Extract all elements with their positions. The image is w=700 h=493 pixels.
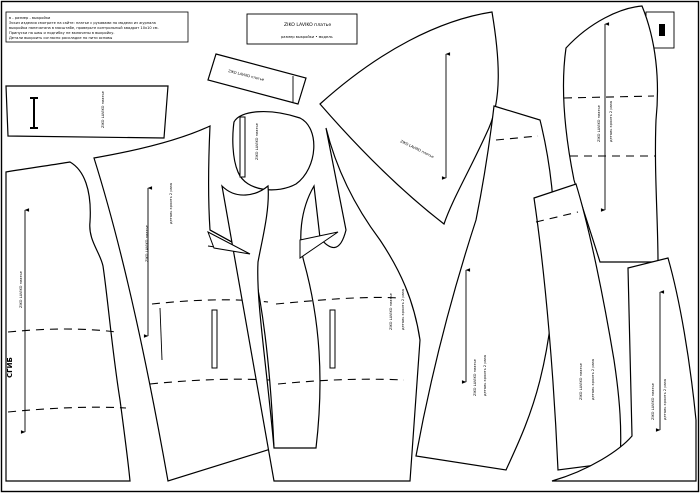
legend-box: в - размер - выкройки Эскиз изделия смот…: [5, 11, 189, 43]
pattern-piece-collar: ZIKO LAVIKO платье: [232, 111, 315, 191]
front-left-sub: деталь кроить 2 раза: [169, 183, 173, 224]
front-center-label: ZIKO LAVIKO платье: [389, 292, 393, 330]
title-line-2: размер выкройки • модель: [281, 35, 333, 39]
skirt-long-label: ZIKO LAVIKO платье: [473, 358, 477, 396]
sleeve-label: ZIKO LAVIKO платье: [597, 104, 601, 142]
pattern-piece-label-strip: ZIKO LAVIKO платье: [207, 53, 307, 105]
front-center-sub: деталь кроить 2 раза: [401, 289, 405, 330]
fold-label: СГИБ: [6, 357, 14, 378]
legend-line-4: Припуски на швы и подгибку не включены в…: [9, 31, 115, 35]
collar-label: ZIKO LAVIKO платье: [255, 122, 259, 160]
title-block: ZIKO LAVIKO платье размер выкройки • мод…: [246, 13, 358, 45]
front-left-label: ZIKO LAVIKO платье: [145, 224, 149, 262]
pattern-piece-skirt-narrow: ZIKO LAVIKO платье деталь кроить 2 раза: [533, 183, 622, 471]
skirt-long-sub: деталь кроить 2 раза: [483, 355, 487, 396]
pattern-piece-facing: ZIKO LAVIKO платье: [5, 85, 169, 139]
pattern-piece-front-left: ZIKO LAVIKO платье деталь кроить 2 раза: [93, 125, 275, 482]
sleeve-sub: деталь кроить 2 раза: [609, 101, 613, 142]
facing-label: ZIKO LAVIKO платье: [101, 90, 105, 128]
control-square-mark: [659, 24, 665, 36]
pattern-piece-sleeve: ZIKO LAVIKO платье деталь кроить 2 раза: [562, 5, 659, 263]
side-label: ZIKO LAVIKO платье: [651, 382, 655, 420]
skirt-narrow-label: ZIKO LAVIKO платье: [579, 362, 583, 400]
back-piece-label: ZIKO LAVIKO платье: [19, 270, 23, 308]
side-sub: деталь кроить 2 раза: [663, 379, 667, 420]
legend-line-3: выкройка напечатана в масштабе, проверьт…: [9, 26, 159, 30]
pattern-piece-side: ZIKO LAVIKO платье деталь кроить 2 раза: [551, 257, 697, 482]
title-line-1: ZIKO LAVIKO платье: [284, 22, 331, 28]
pattern-piece-back: СГИБ ZIKO LAVIKO платье: [5, 161, 131, 482]
legend-line-5: Детали выкроить согласно раскладке по ни…: [9, 36, 113, 40]
pattern-piece-front-center: ZIKO LAVIKO платье деталь кроить 2 раза: [207, 127, 421, 482]
legend-line-2: Эскиз изделия смотрите на сайте: платье …: [9, 21, 156, 25]
pattern-piece-sleeve-cap: ZIKO LAVIKO платье: [319, 11, 499, 225]
legend-line-1: в - размер - выкройки: [9, 16, 51, 20]
skirt-narrow-sub: деталь кроить 2 раза: [591, 359, 595, 400]
